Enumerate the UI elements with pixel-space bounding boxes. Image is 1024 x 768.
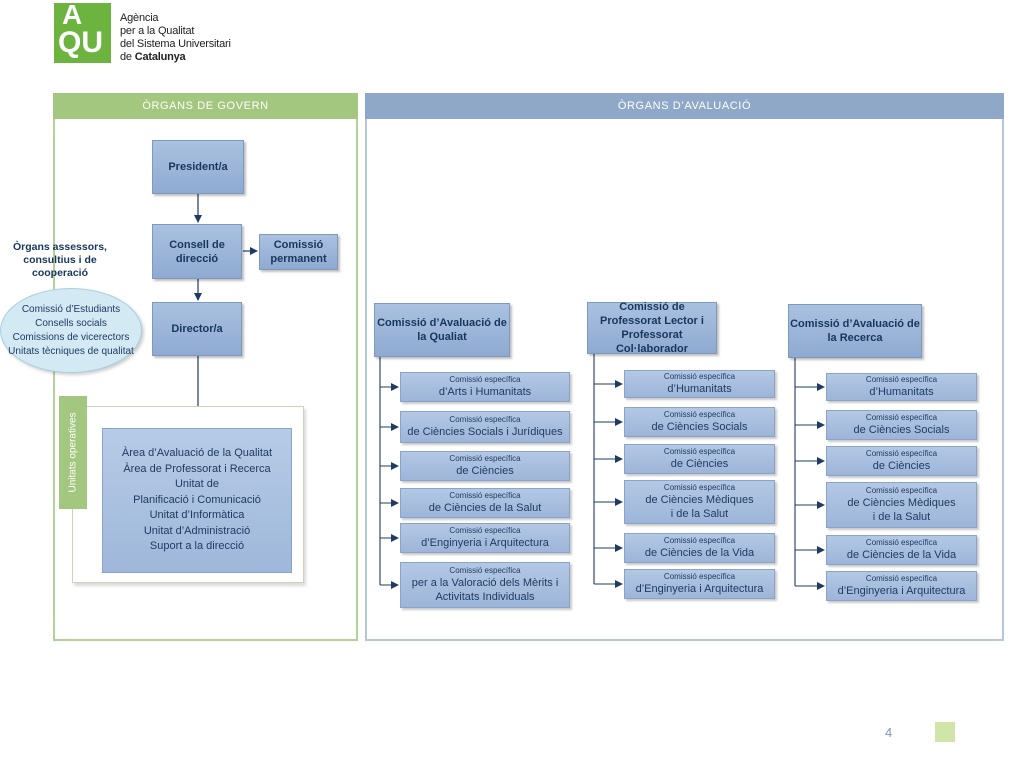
comissio-professorat-box: Comissió de Professorat Lector i Profess… [587,301,717,355]
sub-commission-label: Comissió específica [663,372,736,381]
sub-commission-name: de Ciències [670,458,729,470]
sub-commission-box: Comissió específica d’Enginyeria i Arquit… [826,571,977,601]
sub-commission-name: de Ciències de la Vida [846,549,957,561]
assessor-item: Consells socials [35,317,107,329]
sub-commission-label: Comissió específica [663,447,736,456]
sub-commission-name: de Ciències de la Vida [644,547,755,559]
sub-commission-label: Comissió específica [865,449,938,458]
sub-commission-label: Comissió específica [663,483,736,492]
unit-item: Àrea de Professorat i Recerca [123,462,271,475]
sub-commission-box: Comissió específica de Ciències Socials [826,410,977,440]
sub-commission-name-line2: Activitats Individuals [435,591,535,603]
sub-commission-box: Comissió específica d’Humanitats [624,370,775,398]
assessor-item: Unitats tècniques de qualitat [8,345,134,357]
assessor-item: Comissió d’Estudiants [21,303,121,315]
unit-item: Unitat d’Informàtica [149,509,245,522]
sub-commission-box: Comissió específica de Ciències Socials [624,407,775,437]
sub-commission-box: Comissió específica de Ciències Mèdiques i… [826,482,977,528]
aqu-logo [54,3,111,63]
sub-commission-label: Comissió específica [865,413,938,422]
sub-commission-name: d’Enginyeria i Arquitectura [837,585,966,597]
sub-commission-label: Comissió específica [449,566,521,575]
unit-item: Planificació i Comunicació [133,493,261,506]
sub-commission-box: Comissió específica de Ciències [826,446,977,476]
sub-commission-label: Comissió específica [865,538,938,547]
logo-line-4: de Catalunya [120,51,186,63]
sub-commission-name: d’Humanitats [667,383,732,395]
sub-commission-name-line2: i de la Salut [670,508,729,520]
sub-commission-label: Comissió específica [449,526,521,535]
sub-commission-name: de Ciències [872,460,931,472]
page-number: 4 [885,725,893,740]
comissio-recerca-box: Comissió d’Avaluació de la Recerca [788,304,922,358]
sub-commission-label: Comissió específica [663,536,736,545]
sub-commission-name: de Ciències Mèdiques [645,494,754,506]
sub-commission-label: Comissió específica [449,454,521,463]
comissio-permanent-box: Comissió permanent [259,234,338,270]
sub-commission-box: Comissió específica de Ciències Mèdiques i… [624,480,775,524]
sub-commission-label: Comissió específica [865,574,938,583]
sub-commission-name: de Ciències de la Salut [428,502,542,514]
sub-commission-box: Comissió específica de Ciències de la Vid… [624,533,775,563]
sub-commission-label: Comissió específica [449,415,521,424]
sub-commission-box: Comissió específica de Ciències [624,444,775,474]
logo-letters-qu: QU [58,26,103,59]
sub-commission-label: Comissió específica [449,491,521,500]
sub-commission-name: de Ciències Socials i Jurídiques [407,426,563,438]
logo-line-2: per a la Qualitat [120,25,195,37]
sub-commission-label: Comissió específica [663,572,736,581]
sub-commission-box: Comissió específica de Ciències [400,451,570,481]
logo-wordmark: Agència per a la Qualitat del Sistema Un… [120,12,231,64]
units-box: Àrea d’Avaluació de la Qualitat Àrea de … [102,428,292,573]
logo-letter-a: A [62,0,83,30]
sub-commission-box: Comissió específica d’Arts i Humanitats [400,372,570,402]
sub-commission-name: de Ciències Socials [651,421,748,433]
units-tab: Unitats operatives [59,396,87,509]
sub-commission-name: per a la Valoració dels Mèrits i [411,577,559,589]
assessor-item: Comissions de vicerectors [12,331,130,343]
sub-commission-label: Comissió específica [449,375,521,384]
sub-commission-box: Comissió específica de Ciències de la Vid… [826,535,977,565]
president-box: President/a [152,140,244,194]
sub-commission-box: Comissió específica d’Enginyeria i Arquit… [400,523,570,553]
sub-commission-name: d’Humanitats [869,386,934,398]
sub-commission-name: de Ciències Mèdiques [847,497,956,509]
assessors-ellipse: Comissió d’Estudiants Consells socials C… [0,288,142,373]
govern-header: ÒRGANS DE GOVERN [53,93,358,119]
sub-commission-label: Comissió específica [865,375,938,384]
unit-item: Suport a la direcció [149,540,245,553]
green-square [935,722,955,742]
sub-commission-label: Comissió específica [865,486,938,495]
sub-commission-box: Comissió específica d’Humanitats [826,373,977,401]
assessors-title: Òrgans assessors, consultius i de cooper… [13,241,107,279]
logo-line-3: del Sistema Universitari [120,38,231,50]
consell-direccio-box: Consell de direcció [152,224,242,279]
logo-line-1: Agència [120,12,159,24]
unit-item: Unitat d’Administració [143,524,251,537]
unit-item: Unitat de [174,478,220,491]
sub-commission-name: d’Enginyeria i Arquitectura [421,537,549,549]
sub-commission-label: Comissió específica [663,410,736,419]
unit-item: Àrea d’Avaluació de la Qualitat [121,447,273,460]
sub-commission-box: Comissió específica de Ciències Socials i… [400,411,570,443]
sub-commission-name-line2: i de la Salut [872,511,931,523]
sub-commission-name: de Ciències [456,465,514,477]
comissio-qualitat-box: Comissió d’Avaluació de la Qualiat [374,303,510,357]
sub-commission-box: Comissió específica de Ciències de la Sal… [400,488,570,518]
sub-commission-box: Comissió específica per a la Valoració de… [400,562,570,608]
director-box: Director/a [152,302,242,356]
sub-commission-name: d’Enginyeria i Arquitectura [635,583,764,595]
avaluacio-header: ÒRGANS D’AVALUACIÓ [365,93,1004,119]
sub-commission-box: Comissió específica d’Enginyeria i Arquit… [624,569,775,599]
sub-commission-name: d’Arts i Humanitats [438,386,532,398]
sub-commission-name: de Ciències Socials [853,424,950,436]
